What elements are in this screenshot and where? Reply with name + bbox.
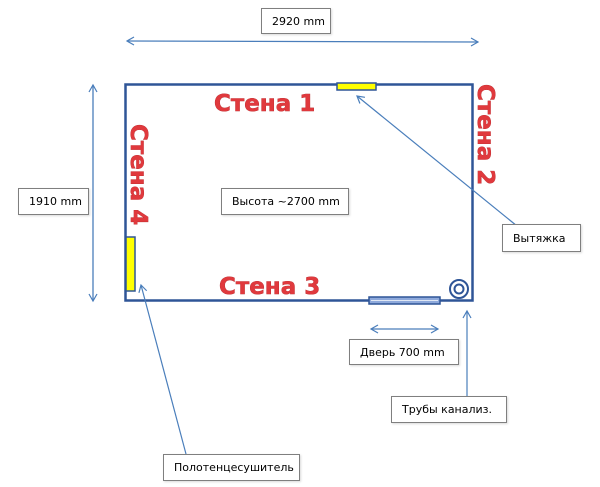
wall-2-label: Стена 2 <box>472 84 498 185</box>
height-label: 1910 mm <box>18 188 89 215</box>
pipes-callout: Трубы канализ. <box>391 396 507 423</box>
ceiling-height-label-text: Высота ~2700 mm <box>232 195 340 208</box>
width-dimension-arrow <box>125 36 480 47</box>
width-label-text: 2920 mm <box>272 14 325 28</box>
ceiling-height-label: Высота ~2700 mm <box>221 188 349 215</box>
sewer-pipe-icon <box>449 279 469 299</box>
wall-1-label: Стена 1 <box>214 91 315 117</box>
vent-leader-arrow <box>356 95 518 227</box>
vent-fixture <box>336 82 377 91</box>
height-label-text: 1910 mm <box>29 195 82 208</box>
towel-dryer-fixture <box>125 236 136 292</box>
wall-3-label: Стена 3 <box>219 274 320 300</box>
towel-dryer-leader-arrow <box>138 283 187 455</box>
door-callout-text: Дверь 700 mm <box>360 345 445 359</box>
towel-dryer-callout-text: Полотенцесушитель <box>174 461 294 474</box>
wall-4-label: Стена 4 <box>125 124 151 225</box>
door-callout: Дверь 700 mm <box>349 339 459 365</box>
vent-callout-text: Вытяжка <box>513 231 566 245</box>
vent-callout: Вытяжка <box>502 224 581 252</box>
towel-dryer-callout: Полотенцесушитель <box>163 454 300 481</box>
pipes-callout-text: Трубы канализ. <box>402 403 493 416</box>
width-label: 2920 mm <box>261 8 331 34</box>
